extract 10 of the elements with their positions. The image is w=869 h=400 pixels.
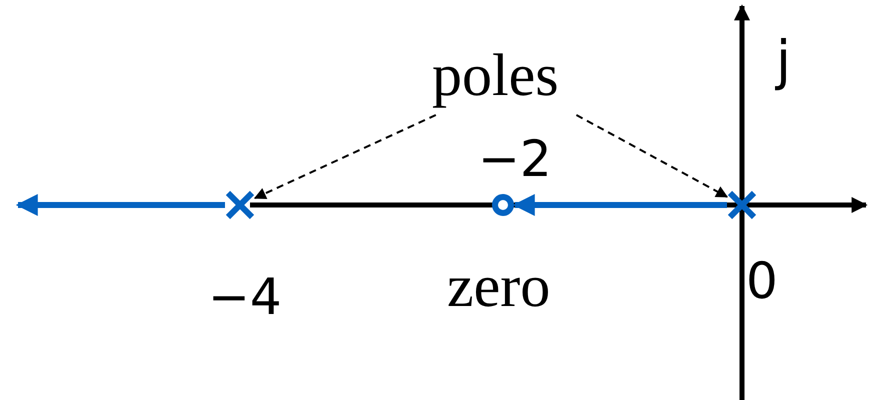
tick-label: −4 — [208, 272, 282, 322]
dashed-arrow — [254, 114, 436, 200]
tick-label: 0 — [746, 256, 778, 306]
axis-label: j — [776, 34, 792, 88]
tick-label: −2 — [478, 134, 552, 184]
root-locus-arrow — [512, 194, 727, 216]
dashed-arrow — [576, 114, 728, 198]
zero-label: zero — [447, 256, 550, 316]
text-label: poles — [432, 45, 592, 115]
root-locus-arrow — [16, 194, 225, 216]
